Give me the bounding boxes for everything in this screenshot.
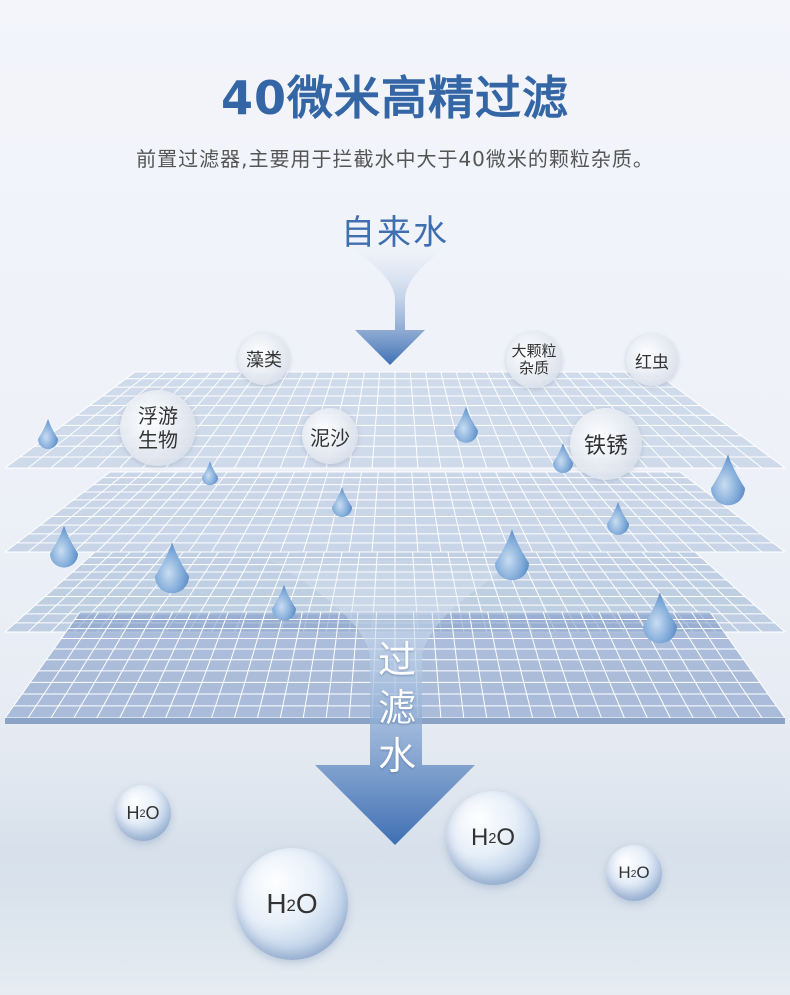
- water-drops: [38, 406, 745, 644]
- impurity-sediment: 泥沙: [302, 408, 358, 464]
- impurity-algae: 藻类: [238, 333, 290, 385]
- water-drop-icon: [38, 419, 58, 449]
- water-drop-icon: [332, 487, 352, 517]
- water-drop-icon: [495, 529, 529, 581]
- water-drop-icon: [711, 454, 745, 506]
- water-drop-icon: [272, 584, 296, 621]
- impurity-large-particles: 大颗粒 杂质: [506, 332, 562, 388]
- impurity-plankton: 浮游 生物: [120, 390, 196, 466]
- tap-water-arrow: [345, 245, 450, 365]
- filtered-water-arrow: [270, 560, 520, 845]
- impurity-red-worm: 红虫: [626, 334, 678, 386]
- filter-mesh-layer: [4, 471, 786, 553]
- page-subtitle: 前置过滤器,主要用于拦截水中大于40微米的颗粒杂质。: [136, 147, 654, 171]
- page-title: 40微米高精过滤: [220, 71, 569, 125]
- filtered-water-label: 过 滤 水: [377, 638, 416, 778]
- water-drop-icon: [643, 592, 677, 644]
- water-drop-icon: [607, 501, 629, 535]
- tap-water-label: 自来水: [341, 213, 449, 253]
- impurity-rust: 铁锈: [570, 408, 642, 480]
- water-drop-icon: [202, 461, 218, 486]
- water-drop-icon: [155, 542, 189, 594]
- water-drop-icon: [553, 443, 573, 473]
- water-drop-icon: [50, 525, 78, 568]
- water-drop-icon: [454, 406, 479, 443]
